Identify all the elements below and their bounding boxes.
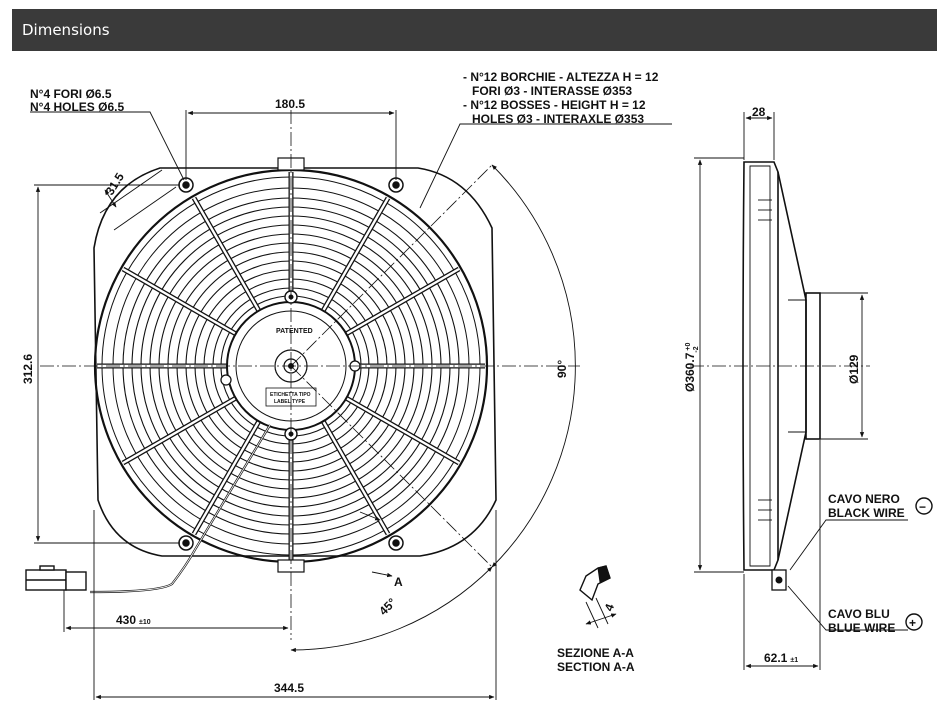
plus-icon <box>905 613 923 631</box>
blue-wire-en: BLUE WIRE <box>828 621 895 635</box>
dim-344: 344.5 <box>274 681 304 695</box>
dim-180: 180.5 <box>275 97 305 111</box>
label-type-it: ETICHETTA TIPO <box>270 392 311 398</box>
annotations: N°4 FORI Ø6.5 N°4 HOLES Ø6.5 - N°12 BORC… <box>21 70 933 695</box>
dim-4: 4 <box>602 602 618 613</box>
dim-360: Ø360.7+0-2 <box>683 343 700 392</box>
connector <box>25 565 87 591</box>
dim-430: 430±10 <box>116 613 151 627</box>
angle-45: 45° <box>376 595 399 618</box>
centerlines <box>40 110 870 640</box>
angle-90: 90° <box>555 360 569 378</box>
black-wire-en: BLACK WIRE <box>828 506 905 520</box>
minus-symbol: − <box>919 500 926 514</box>
blue-wire-it: CAVO BLU <box>828 607 890 621</box>
dim-31: 31.5 <box>103 170 127 198</box>
dim-312: 312.6 <box>21 354 35 384</box>
side-dimension-lines <box>694 112 908 670</box>
black-wire-it: CAVO NERO <box>828 492 900 506</box>
motor-body <box>805 292 821 440</box>
label-type-en: LABEL TYPE <box>274 399 306 405</box>
minus-icon <box>915 497 933 515</box>
side-profile <box>742 161 779 571</box>
dim-62: 62.1±1 <box>764 651 798 665</box>
holes-label-it: N°4 FORI Ø6.5 <box>30 87 112 101</box>
dimension-lines <box>30 110 672 700</box>
section-header: Dimensions <box>12 9 937 51</box>
section-title: Dimensions <box>22 21 110 39</box>
patented-text: PATENTED <box>276 328 313 335</box>
dim-129: Ø129 <box>847 354 861 384</box>
bosses-label-it-2: FORI Ø3 - INTERASSE Ø353 <box>472 84 632 98</box>
bosses-label-en-1: - N°12 BOSSES - HEIGHT H = 12 <box>463 98 646 112</box>
dim-28: 28 <box>752 105 766 119</box>
side-view <box>742 161 821 591</box>
section-label-en: SECTION A-A <box>557 660 635 674</box>
mounting-holes <box>178 177 404 551</box>
bosses-label-it-1: - N°12 BORCHIE - ALTEZZA H = 12 <box>463 70 659 84</box>
holes-label-en: N°4 HOLES Ø6.5 <box>30 100 124 114</box>
front-view <box>25 157 497 594</box>
mounting-frame <box>93 167 497 557</box>
plus-symbol: + <box>909 616 916 630</box>
section-label-it: SEZIONE A-A <box>557 646 634 660</box>
section-mark-a: A <box>394 575 403 589</box>
section-detail <box>579 565 617 629</box>
bosses-label-en-2: HOLES Ø3 - INTERAXLE Ø353 <box>472 112 644 126</box>
